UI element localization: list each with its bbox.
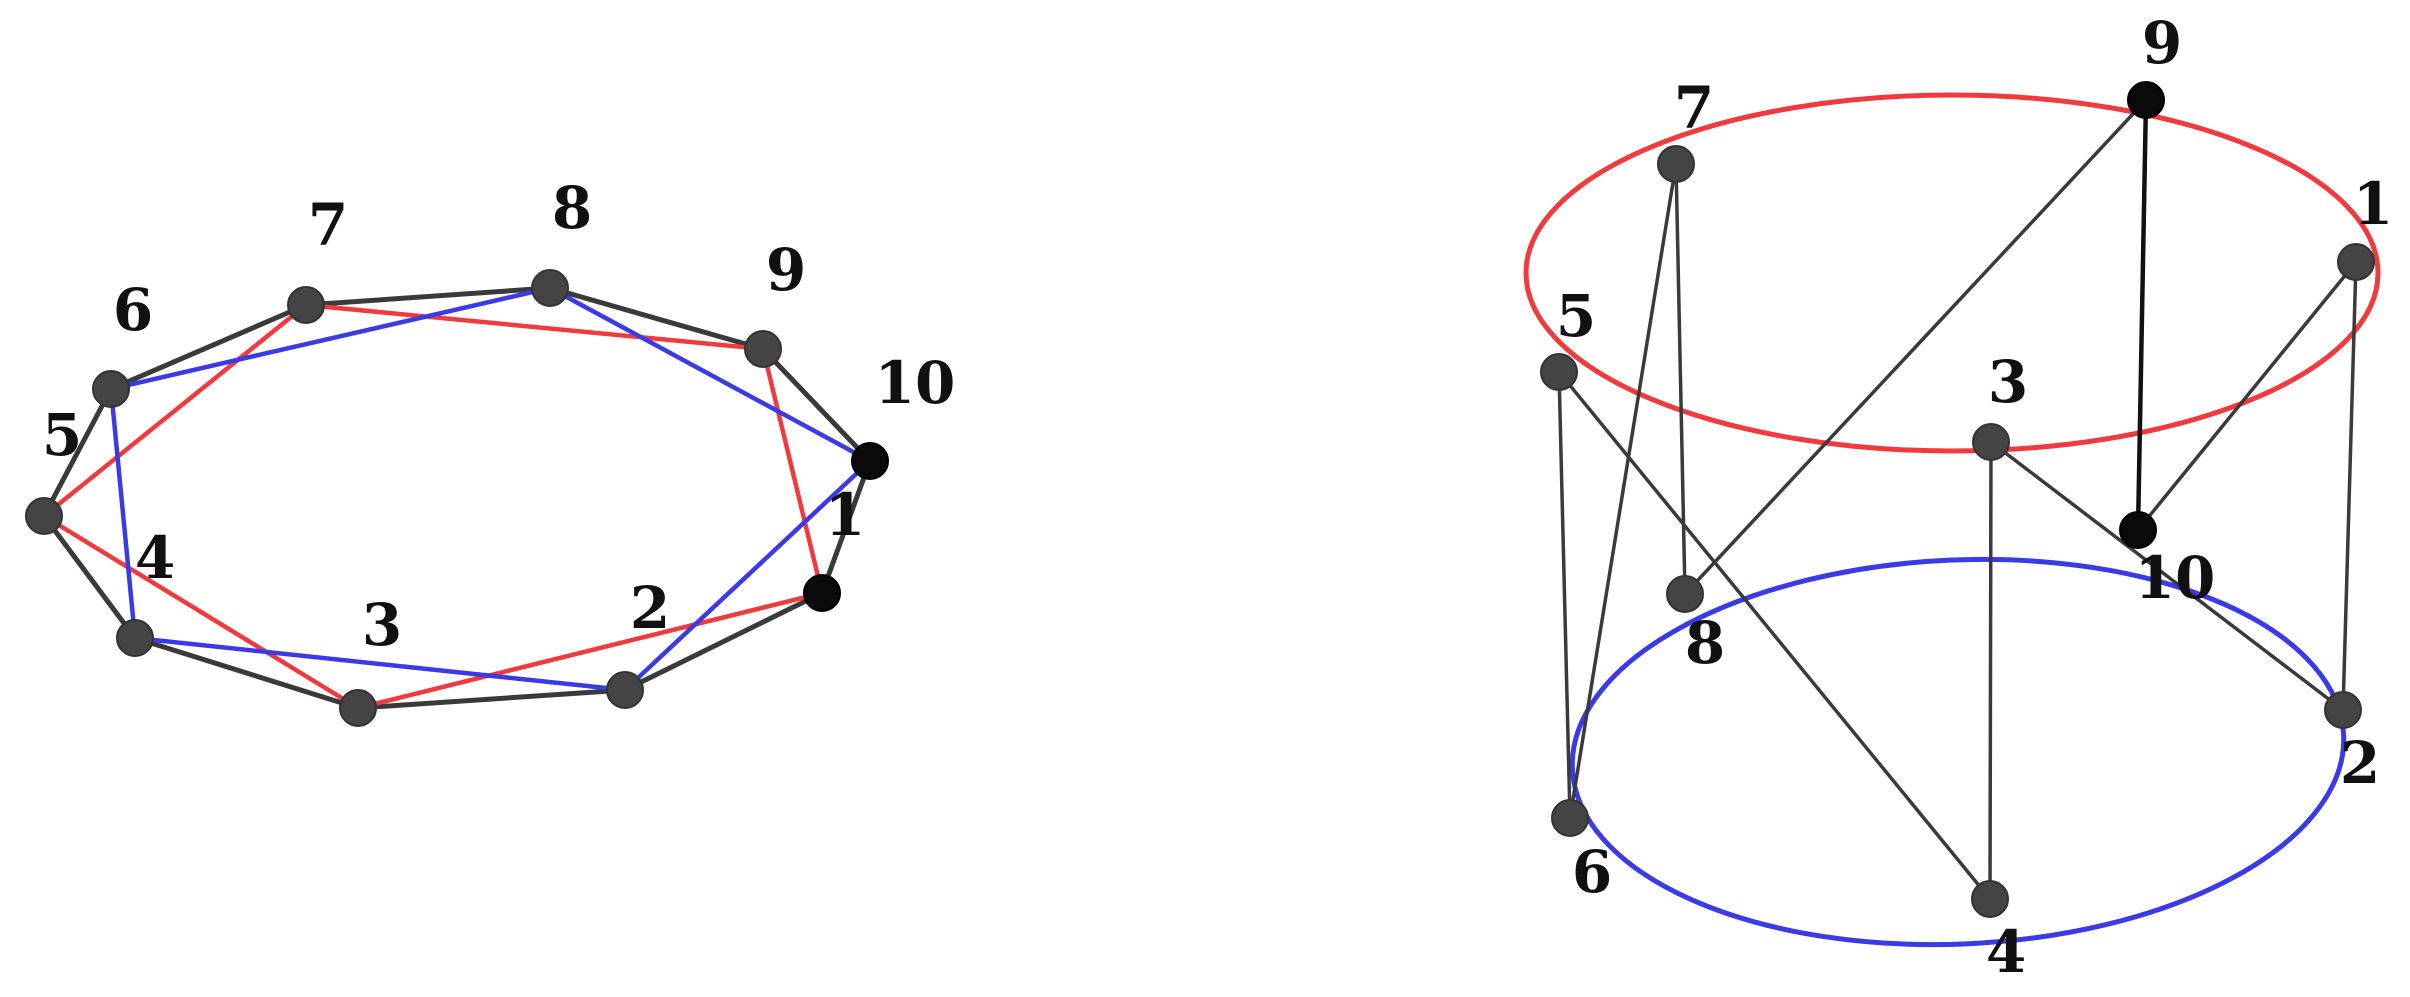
node-9: [744, 330, 782, 368]
node-label-4: 4: [1986, 918, 2026, 986]
node-label-8: 8: [1685, 609, 1725, 677]
edge-1-10: [2136, 260, 2358, 532]
edge-blue-8-10: [547, 285, 873, 464]
node-label-9: 9: [766, 236, 806, 304]
node-9: [2127, 81, 2165, 119]
edge-gray-9-10: [760, 346, 873, 464]
edge-red-5-7: [41, 302, 309, 519]
edge-gray-7-8: [303, 285, 553, 308]
node-4: [1971, 880, 2009, 918]
edge-blue-6-8: [108, 285, 553, 392]
edge-9-10: [2135, 97, 2149, 533]
node-label-1: 1: [2353, 170, 2393, 238]
edge-red-7-9: [303, 302, 766, 352]
node-2: [606, 671, 644, 709]
node-label-7: 7: [308, 191, 348, 259]
edge-gray-10-1: [819, 458, 873, 596]
node-8: [531, 269, 569, 307]
edge-red-9-1: [760, 346, 825, 596]
node-10: [851, 442, 889, 480]
edge-5-6: [1557, 370, 1572, 820]
cycle-top-red: [1523, 92, 2381, 454]
node-label-5: 5: [1556, 282, 1596, 350]
edge-gray-1-2: [622, 590, 825, 693]
node-label-6: 6: [113, 276, 153, 344]
node-label-2: 2: [2340, 729, 2380, 797]
graph-left-labels: 1 2 3 456 7 8 9 10: [42, 174, 956, 659]
node-6: [1551, 799, 1589, 837]
node-label-3: 3: [1988, 348, 2028, 416]
node-1: [2337, 243, 2375, 281]
graph-right-nodes: [1540, 81, 2375, 918]
edge-gray-8-9: [547, 285, 766, 352]
node-3: [339, 689, 377, 727]
graph-left-nodes: [25, 269, 889, 727]
edge-1-2: [2341, 260, 2358, 712]
node-10: [2119, 511, 2157, 549]
edge-3-2: [1989, 440, 2345, 712]
node-label-1: 1: [825, 481, 865, 549]
node-1: [803, 574, 841, 612]
graph-right-edges: [1557, 97, 2358, 901]
edge-gray-3-4: [132, 635, 361, 711]
edge-blue-4-6: [108, 386, 138, 641]
edge-7-8: [1674, 162, 1687, 596]
edge-5-4: [1557, 370, 1992, 901]
edge-red-3-5: [41, 513, 361, 711]
edge-gray-6-7: [108, 302, 309, 392]
node-8: [1666, 575, 1704, 613]
node-6: [92, 370, 130, 408]
node-5: [25, 497, 63, 535]
node-label-7: 7: [1674, 74, 1714, 142]
node-label-10: 10: [875, 349, 956, 417]
node-label-2: 2: [630, 574, 670, 642]
graph-right-cylinder: 1 2 3 4 5 6 7 8 9 10: [1523, 9, 2393, 986]
edge-red-1-3: [355, 590, 825, 711]
edge-7-6: [1568, 162, 1678, 820]
node-label-6: 6: [1572, 838, 1612, 906]
graph-left-polygon: 1 2 3 456 7 8 9 10: [25, 174, 956, 727]
cycle-bottom-blue: [1569, 556, 2347, 948]
edge-gray-2-3: [355, 687, 628, 711]
node-label-5: 5: [42, 401, 82, 469]
node-label-8: 8: [552, 174, 592, 242]
graph-right-labels: 1 2 3 4 5 6 7 8 9 10: [1556, 9, 2393, 986]
edge-gray-5-6: [41, 386, 114, 519]
node-3: [1972, 423, 2010, 461]
node-7: [1657, 145, 1695, 183]
node-label-4: 4: [135, 524, 175, 592]
node-label-9: 9: [2142, 9, 2182, 77]
edge-blue-10-2: [622, 458, 873, 693]
node-label-3: 3: [362, 591, 402, 659]
node-2: [2324, 691, 2362, 729]
node-label-10: 10: [2135, 544, 2216, 612]
graph-left-edges: [41, 285, 873, 711]
edge-gray-4-5: [41, 513, 138, 641]
node-4: [116, 619, 154, 657]
edge-9-8: [1683, 98, 2148, 596]
edge-blue-2-4: [132, 635, 628, 693]
node-7: [287, 286, 325, 324]
edge-3-4: [1988, 440, 1993, 901]
graph-right-cycles: [1523, 92, 2381, 948]
node-5: [1540, 353, 1578, 391]
